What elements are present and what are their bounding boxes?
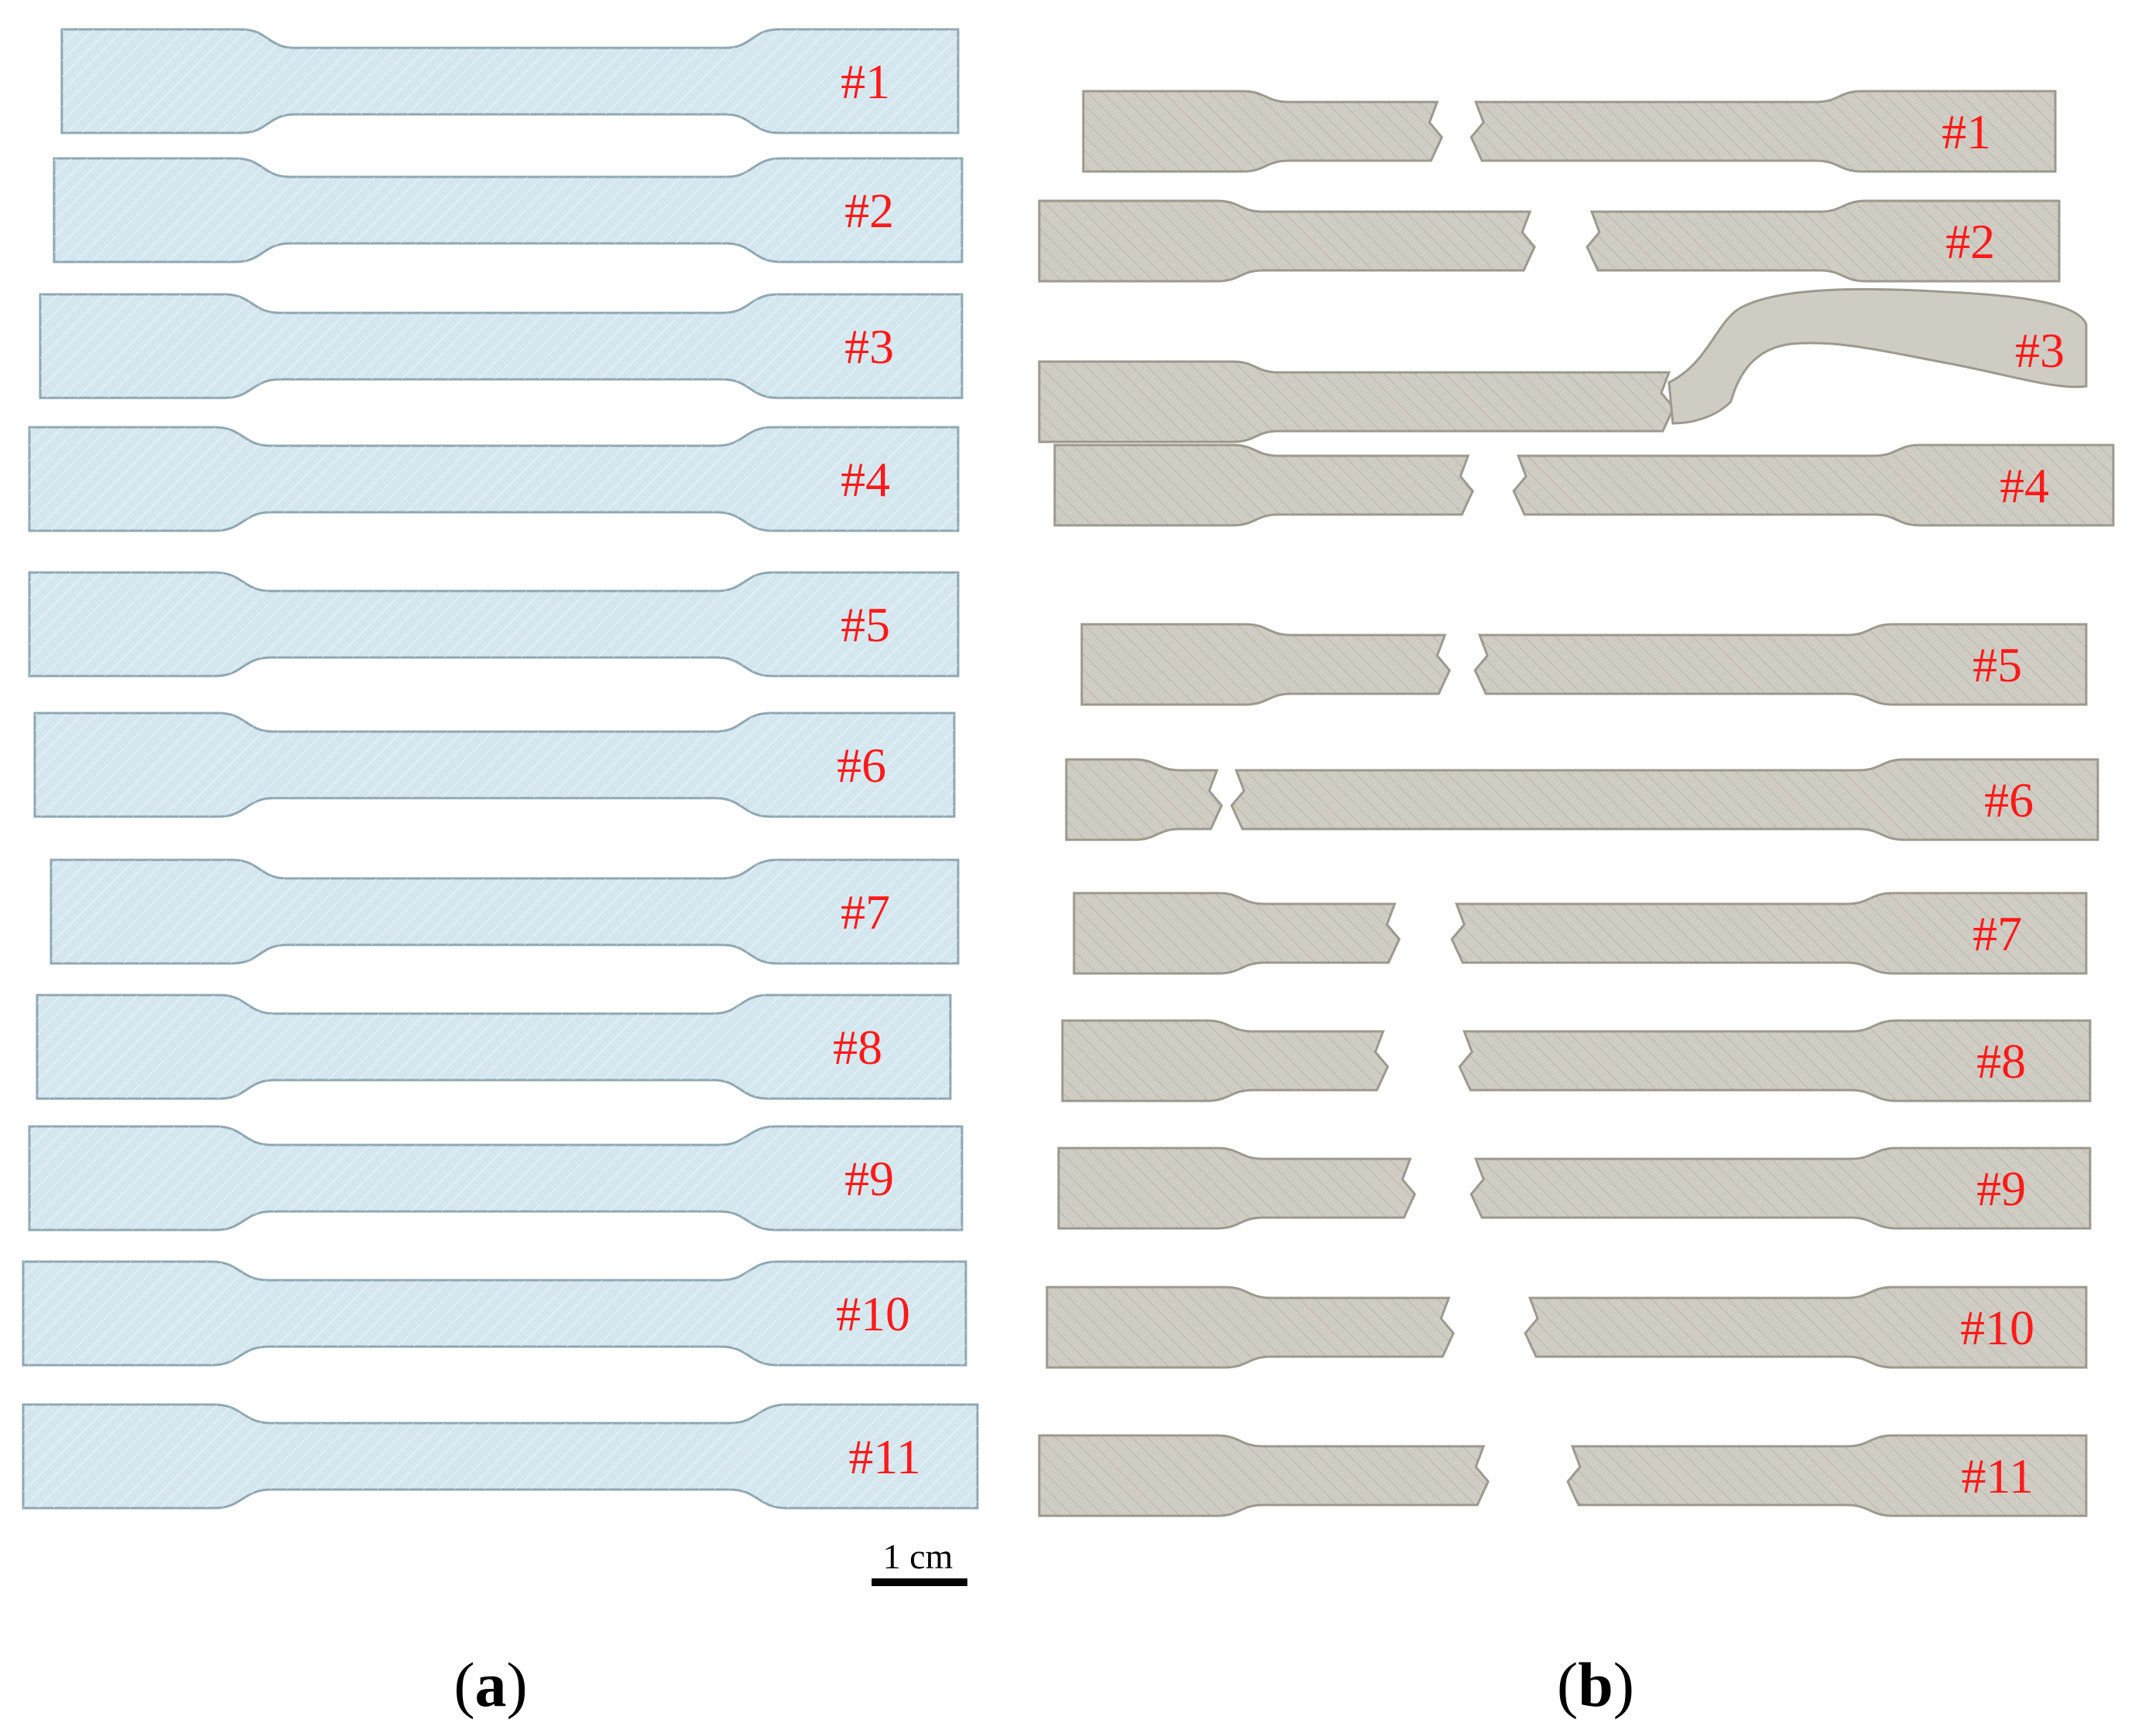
intact-specimen: #8 (36, 994, 952, 1100)
specimen-label: #7 (1973, 906, 2022, 961)
specimen-texture (1460, 1021, 2090, 1101)
specimen-texture (1039, 362, 1674, 442)
specimen-label: #5 (841, 597, 890, 652)
specimen-texture (35, 713, 954, 817)
intact-specimen: #11 (22, 1403, 979, 1510)
specimen-texture (23, 1405, 977, 1508)
fractured-specimen: #11 (1038, 1434, 2088, 1517)
specimen-label: #9 (1977, 1161, 2026, 1216)
specimen-label: #3 (2015, 323, 2065, 378)
specimen-texture (1514, 445, 2113, 525)
specimen-texture (1039, 1435, 1488, 1516)
specimen-texture (1062, 1021, 1388, 1101)
specimen-texture (1039, 201, 1535, 281)
specimen-label: #8 (833, 1020, 882, 1075)
panel-b-caption: (b) (1557, 1649, 1634, 1720)
fractured-specimen: #5 (1080, 623, 2088, 706)
scale-bar: 1 cm (872, 1537, 967, 1586)
specimen-label: #10 (1960, 1300, 2034, 1355)
specimen-texture (1471, 91, 2055, 172)
specimen-label: #9 (845, 1151, 894, 1206)
specimen-texture (37, 995, 950, 1099)
specimen-label: #7 (841, 885, 890, 939)
intact-specimen: #7 (49, 858, 960, 965)
panel-b-caption-open: ( (1557, 1649, 1578, 1720)
specimen-texture (1587, 201, 2059, 281)
panel-a-caption: (a) (454, 1649, 528, 1720)
specimen-label: #8 (1977, 1034, 2026, 1089)
specimen-texture (1055, 445, 1473, 525)
intact-specimen: #4 (28, 426, 960, 532)
specimen-texture (1066, 759, 1222, 840)
specimen-texture (1074, 893, 1399, 973)
fractured-specimen: #6 (1065, 758, 2099, 841)
specimen-texture (23, 1262, 966, 1365)
specimen-texture (54, 158, 962, 262)
specimen-texture (40, 294, 962, 398)
specimen-label: #10 (836, 1286, 910, 1341)
intact-specimen: #6 (33, 712, 956, 818)
intact-specimen: #2 (53, 157, 964, 263)
intact-specimen: #9 (28, 1125, 964, 1232)
intact-specimen: #10 (22, 1260, 967, 1367)
panel-b-caption-letter: b (1578, 1649, 1613, 1720)
specimen-label: #2 (845, 183, 894, 238)
specimen-texture (29, 572, 958, 676)
specimen-texture (1475, 624, 2086, 705)
specimen-label: #1 (841, 54, 890, 109)
panel-a-caption-letter: a (475, 1649, 507, 1720)
specimen-label: #2 (1946, 214, 1995, 269)
specimen-texture (1452, 893, 2086, 973)
specimen-texture (1471, 1148, 2090, 1228)
specimen-texture (1047, 1287, 1453, 1367)
specimen-label: #4 (2000, 458, 2049, 513)
fractured-specimen: #1 (1082, 90, 2057, 173)
fractured-specimen: #2 (1038, 199, 2061, 283)
specimen-texture (1525, 1287, 2086, 1367)
specimen-texture (62, 29, 958, 133)
fractured-specimen: #7 (1072, 892, 2088, 975)
specimen-label: #4 (841, 452, 890, 507)
specimen-label: #3 (845, 319, 894, 374)
specimen-fragment-curled (1667, 287, 2088, 425)
scale-bar-label: 1 cm (883, 1537, 953, 1576)
intact-specimen: #3 (39, 293, 964, 399)
specimen-label: #11 (848, 1429, 921, 1484)
specimen-texture (29, 1126, 962, 1230)
specimen-texture (1568, 1435, 2086, 1516)
intact-specimen: #1 (60, 28, 960, 134)
intact-specimen: #5 (28, 571, 960, 678)
fractured-specimen: #3 (1038, 287, 2088, 443)
panel-a-caption-open: ( (454, 1649, 474, 1720)
specimen-label: #11 (1961, 1449, 2034, 1503)
specimen-texture (1059, 1148, 1415, 1228)
fractured-specimen: #10 (1045, 1286, 2088, 1369)
specimen-texture (1232, 759, 2098, 840)
fractured-specimen: #8 (1061, 1019, 2092, 1102)
panel-b-caption-close: ) (1613, 1649, 1634, 1720)
fractured-specimen: #9 (1057, 1147, 2092, 1230)
panel-a-intact-specimens: #1 #2 #3 #4 #5 #6 #7 #8 #9 #10 #11 (22, 28, 979, 1510)
scale-bar-line (872, 1578, 967, 1586)
fractured-specimen: #4 (1053, 443, 2115, 527)
specimen-texture (1082, 624, 1450, 705)
panel-b-fractured-specimens: #1 #2 #3 #4 #5 #6 #7 #8 #9 #10 #11 (1038, 90, 2115, 1517)
specimen-label: #6 (1984, 773, 2034, 827)
specimen-label: #5 (1973, 637, 2022, 692)
specimen-label: #1 (1942, 104, 1991, 159)
panel-a-caption-close: ) (507, 1649, 528, 1720)
specimen-label: #6 (837, 738, 886, 793)
specimen-texture (1083, 91, 1442, 172)
specimen-texture (51, 860, 958, 963)
specimen-texture (29, 427, 958, 531)
